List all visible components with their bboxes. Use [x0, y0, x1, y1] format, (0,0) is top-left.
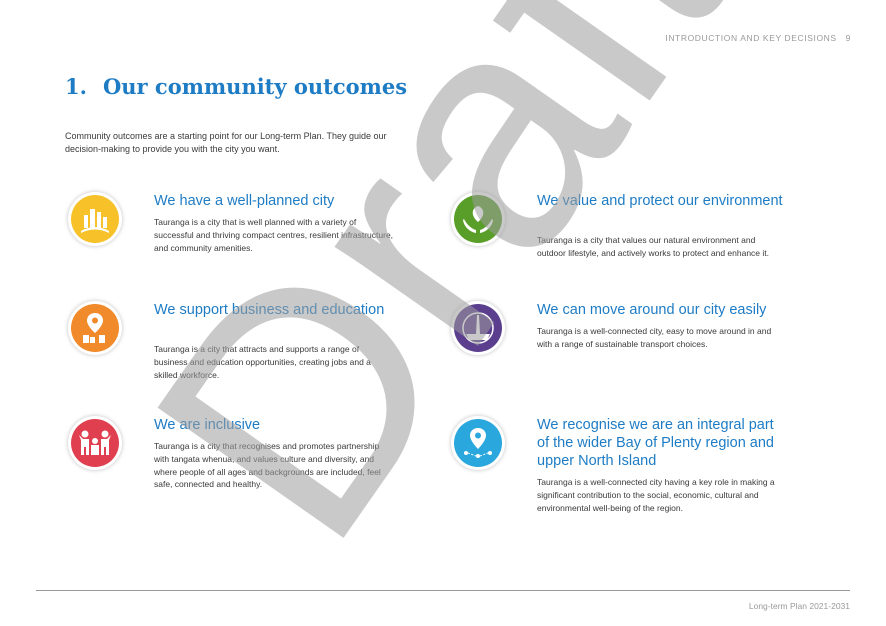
hands-leaf-icon	[451, 192, 505, 246]
people-family-icon	[68, 416, 122, 470]
intro-paragraph: Community outcomes are a starting point …	[65, 131, 387, 154]
location-buildings-icon	[68, 301, 122, 355]
running-header: INTRODUCTION AND KEY DECISIONS 9	[665, 33, 851, 43]
footer-label: Long-term Plan 2021-2031	[748, 601, 850, 611]
outcome-description: Tauranga is a well-connected city, easy …	[537, 326, 772, 349]
outcome-description: Tauranga is a city that recognises and p…	[154, 441, 381, 490]
page-number: 9	[845, 33, 851, 43]
page-title: 1. Our community outcomes	[65, 74, 407, 99]
section-number: 1.	[65, 74, 87, 99]
outcome-heading: We can move around our city easily	[537, 302, 767, 318]
city-skyline-icon	[68, 192, 122, 246]
region-pin-icon	[451, 416, 505, 470]
road-compass-icon	[451, 301, 505, 355]
outcome-heading: We have a well-planned city	[154, 193, 335, 209]
outcome-heading: We recognise we are an integral part of …	[537, 417, 774, 469]
outcome-description: Tauranga is a well-connected city having…	[537, 477, 775, 513]
footer-divider	[36, 590, 850, 591]
outcome-description: Tauranga is a city that is well planned …	[154, 217, 394, 253]
outcome-heading: We support business and education	[154, 302, 385, 318]
section-label: INTRODUCTION AND KEY DECISIONS	[665, 33, 837, 43]
outcome-description: Tauranga is a city that values our natur…	[537, 235, 769, 258]
title-text: Our community outcomes	[103, 74, 408, 99]
outcome-heading: We are inclusive	[154, 417, 261, 433]
outcome-heading: We value and protect our environment	[537, 193, 783, 209]
outcome-description: Tauranga is a city that attracts and sup…	[154, 344, 371, 380]
